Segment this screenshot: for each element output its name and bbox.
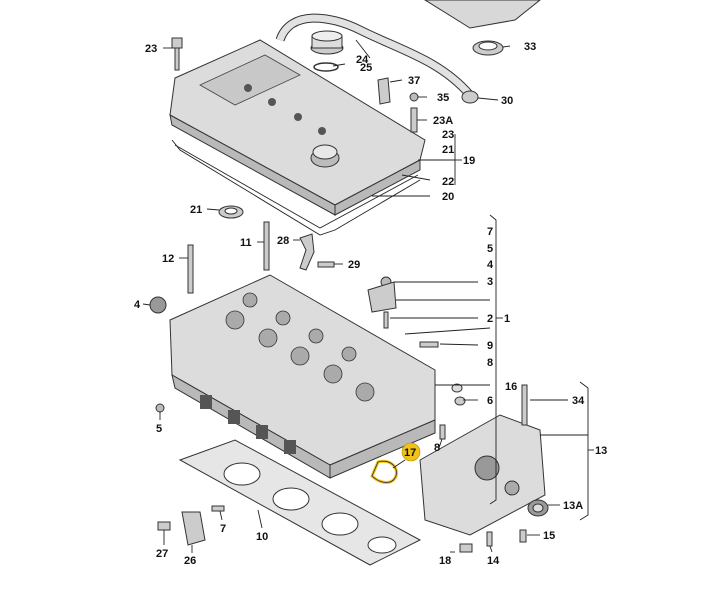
label-1: 1 xyxy=(504,313,510,325)
label-13A: 13A xyxy=(563,500,583,512)
label-30: 30 xyxy=(501,95,513,107)
leader-lines xyxy=(142,39,594,553)
label-9: 9 xyxy=(487,340,493,352)
label-24: 24 xyxy=(356,54,369,66)
label-35: 35 xyxy=(437,92,449,104)
label-37: 37 xyxy=(408,75,420,87)
seal-17 xyxy=(370,459,398,484)
part-labels: 23 24 25 37 35 23A 23 21 19 22 20 30 33 … xyxy=(134,41,607,567)
valve-cover xyxy=(169,39,426,216)
label-23A: 23A xyxy=(433,115,453,127)
oil-filler-cap xyxy=(310,30,344,72)
studs-and-bolts-middle xyxy=(149,221,466,440)
valve-cover-gasket xyxy=(171,139,421,236)
label-2: 2 xyxy=(487,313,493,325)
breather-hose xyxy=(275,13,479,104)
label-21-top: 21 xyxy=(442,144,454,156)
label-4: 4 xyxy=(134,299,141,311)
label-4-right: 4 xyxy=(487,259,494,271)
label-27: 27 xyxy=(156,548,168,560)
label-28: 28 xyxy=(277,235,289,247)
label-10: 10 xyxy=(256,531,268,543)
label-33: 33 xyxy=(524,41,536,53)
label-6: 6 xyxy=(487,395,493,407)
label-13: 13 xyxy=(595,445,607,457)
label-26: 26 xyxy=(184,555,196,567)
label-19: 19 xyxy=(463,155,475,167)
callout-17-highlight: 17 xyxy=(392,442,421,469)
label-8-right: 8 xyxy=(487,357,493,369)
pump-housing xyxy=(419,414,549,536)
label-22: 22 xyxy=(442,176,454,188)
label-7-bottom: 7 xyxy=(220,523,226,535)
label-12: 12 xyxy=(162,253,174,265)
label-23-second: 23 xyxy=(442,129,454,141)
label-15: 15 xyxy=(543,530,555,542)
label-23: 23 xyxy=(145,43,157,55)
label-11: 11 xyxy=(240,237,252,249)
head-gasket xyxy=(178,439,422,566)
cylinder-head xyxy=(169,274,436,479)
label-5-top: 5 xyxy=(487,243,493,255)
bracket-37 xyxy=(377,77,391,105)
top-cover-fragment xyxy=(424,0,541,56)
label-29: 29 xyxy=(348,259,360,271)
label-17: 17 xyxy=(404,447,416,459)
small-parts-right-top xyxy=(218,92,419,219)
label-16: 16 xyxy=(505,381,517,393)
label-8-bottom: 8 xyxy=(434,442,440,454)
bolt-23 xyxy=(171,37,183,71)
label-18: 18 xyxy=(439,555,451,567)
label-21-left: 21 xyxy=(190,204,202,216)
label-7-top: 7 xyxy=(487,226,493,238)
label-25: 25 xyxy=(360,62,372,74)
label-34: 34 xyxy=(572,395,585,407)
label-20: 20 xyxy=(442,191,454,203)
label-14: 14 xyxy=(487,555,500,567)
bottom-small-parts xyxy=(157,384,528,553)
label-5-bottom: 5 xyxy=(156,423,162,435)
label-3: 3 xyxy=(487,276,493,288)
